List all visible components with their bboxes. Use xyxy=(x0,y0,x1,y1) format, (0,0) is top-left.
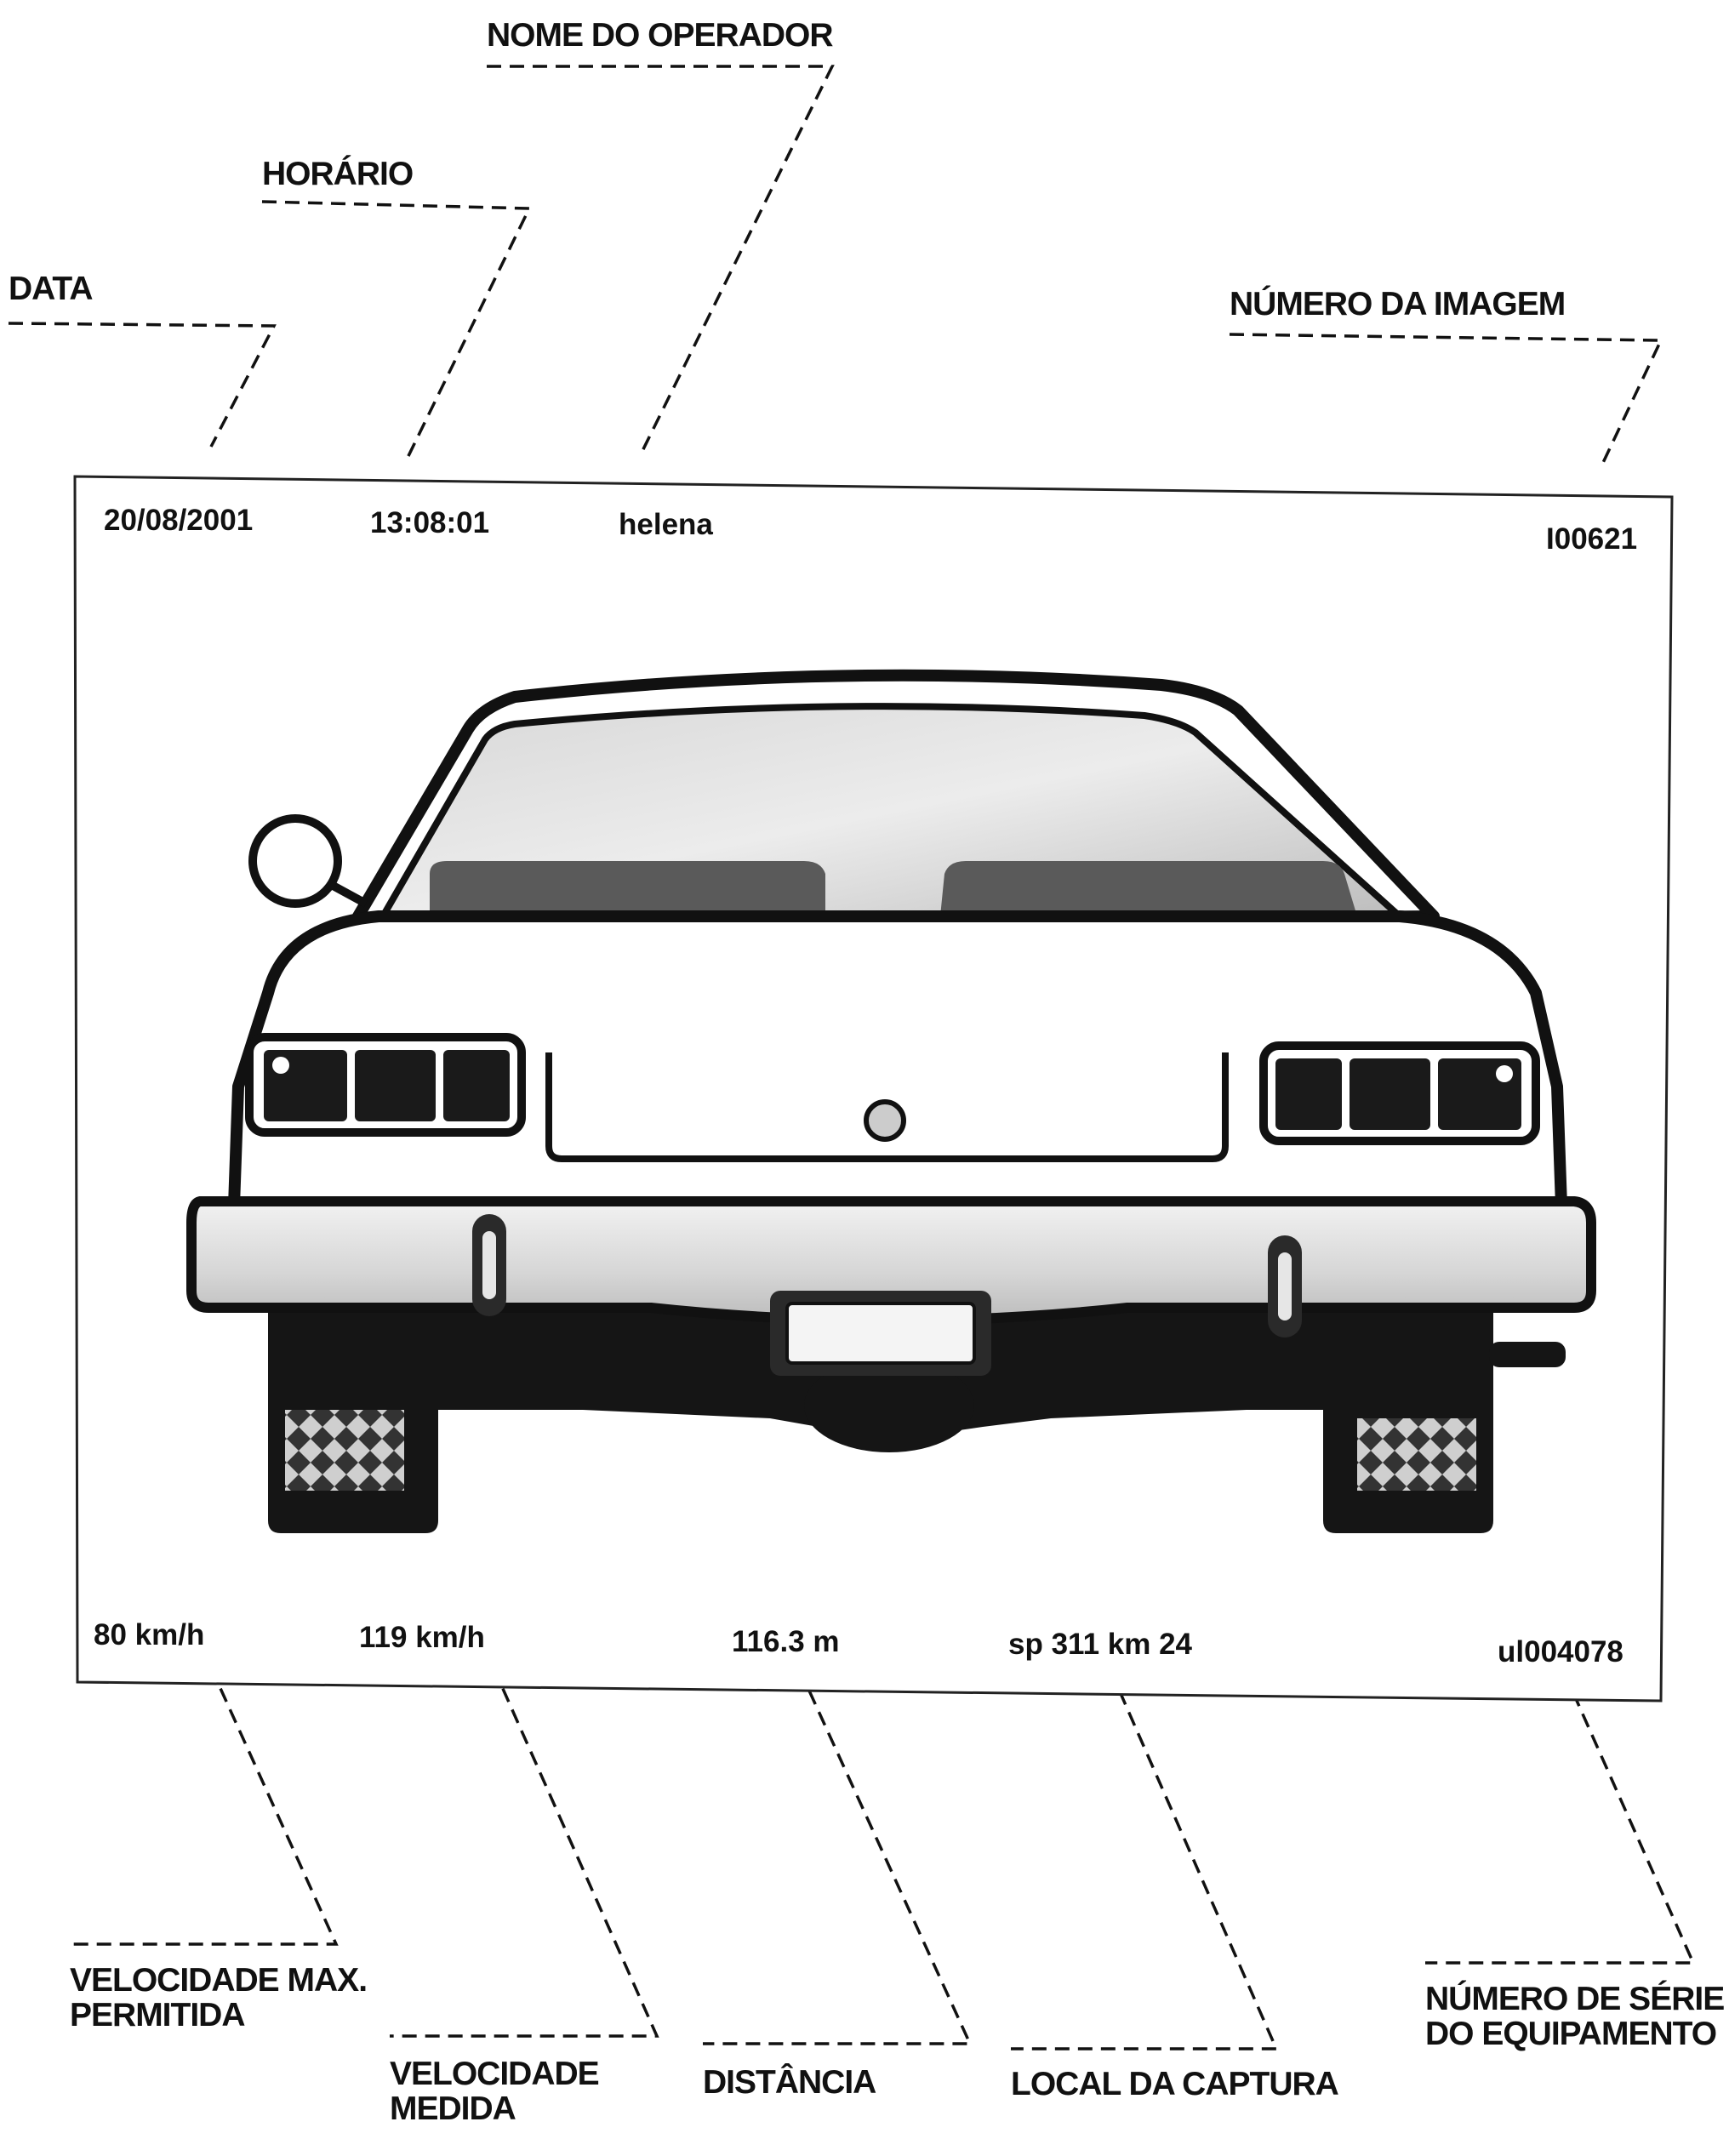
leader-serial xyxy=(1425,1671,1696,1965)
label-measured-speed-line2: MEDIDA xyxy=(390,2090,516,2127)
right-mudflap-pattern xyxy=(1357,1418,1476,1491)
stamp-serial: ul004078 xyxy=(1498,1635,1623,1668)
side-mirror xyxy=(248,814,342,908)
label-measured-speed: VELOCIDADE MEDIDA xyxy=(390,2056,600,2127)
right-tail-light-cell-2 xyxy=(1350,1058,1430,1130)
stamp-image-number: I00621 xyxy=(1546,522,1638,556)
stamp-distance: 116.3 m xyxy=(732,1625,840,1658)
label-distance: DISTÂNCIA xyxy=(703,2064,876,2101)
trunk-panel xyxy=(545,1052,1229,1162)
car-rear-view xyxy=(186,669,1596,1533)
leader-time xyxy=(261,200,532,460)
label-equipment-serial: NÚMERO DE SÉRIE DO EQUIPAMENTO xyxy=(1425,1981,1725,2052)
photo-frame xyxy=(73,475,1674,1703)
stamp-location: sp 311 km 24 xyxy=(1008,1628,1192,1661)
leader-date xyxy=(8,322,277,448)
leader-measured-speed xyxy=(390,1667,659,2038)
left-mudflap-pattern xyxy=(285,1410,404,1491)
left-tail-light-cell-3 xyxy=(443,1050,510,1121)
right-headrest xyxy=(940,861,1357,916)
stamp-measured-speed: 119 km/h xyxy=(359,1621,485,1654)
leader-operator xyxy=(487,65,835,452)
left-bumper-guard-highlight xyxy=(482,1231,496,1299)
label-operator-name: NOME DO OPERADOR xyxy=(487,17,834,54)
left-headrest xyxy=(430,861,825,916)
exhaust-pipe xyxy=(1489,1342,1566,1367)
right-tail-light-cell-1 xyxy=(1275,1058,1342,1130)
label-max-speed-line1: VELOCIDADE MAX. xyxy=(70,1962,368,1999)
leader-max-speed xyxy=(70,1667,339,1946)
stamp-time: 13:08:01 xyxy=(370,506,490,539)
label-time: HORÁRIO xyxy=(262,156,414,192)
label-serial-line2: DO EQUIPAMENTO xyxy=(1425,2015,1717,2052)
label-measured-speed-line1: VELOCIDADE xyxy=(390,2056,600,2092)
leader-location xyxy=(1011,1669,1279,2050)
left-tail-light-cell-2 xyxy=(355,1050,436,1121)
right-reflector xyxy=(1496,1065,1513,1082)
stamp-max-speed: 80 km/h xyxy=(94,1618,205,1651)
label-date: DATA xyxy=(9,271,94,307)
right-bumper-guard-highlight xyxy=(1278,1252,1292,1320)
body xyxy=(228,910,1567,1212)
license-plate xyxy=(785,1302,976,1365)
differential xyxy=(804,1359,974,1452)
left-reflector xyxy=(272,1057,289,1074)
stamp-date: 20/08/2001 xyxy=(104,504,254,537)
leader-distance xyxy=(703,1669,973,2045)
label-capture-location: LOCAL DA CAPTURA xyxy=(1011,2066,1339,2102)
label-image-number: NÚMERO DA IMAGEM xyxy=(1230,286,1566,322)
trunk-lock xyxy=(864,1099,906,1142)
leader-image-number xyxy=(1229,333,1663,467)
label-serial-line1: NÚMERO DE SÉRIE xyxy=(1425,1981,1725,2017)
stamp-operator: helena xyxy=(619,508,713,541)
label-max-speed: VELOCIDADE MAX. PERMITIDA xyxy=(70,1962,368,2033)
label-max-speed-line2: PERMITIDA xyxy=(70,1996,246,2033)
